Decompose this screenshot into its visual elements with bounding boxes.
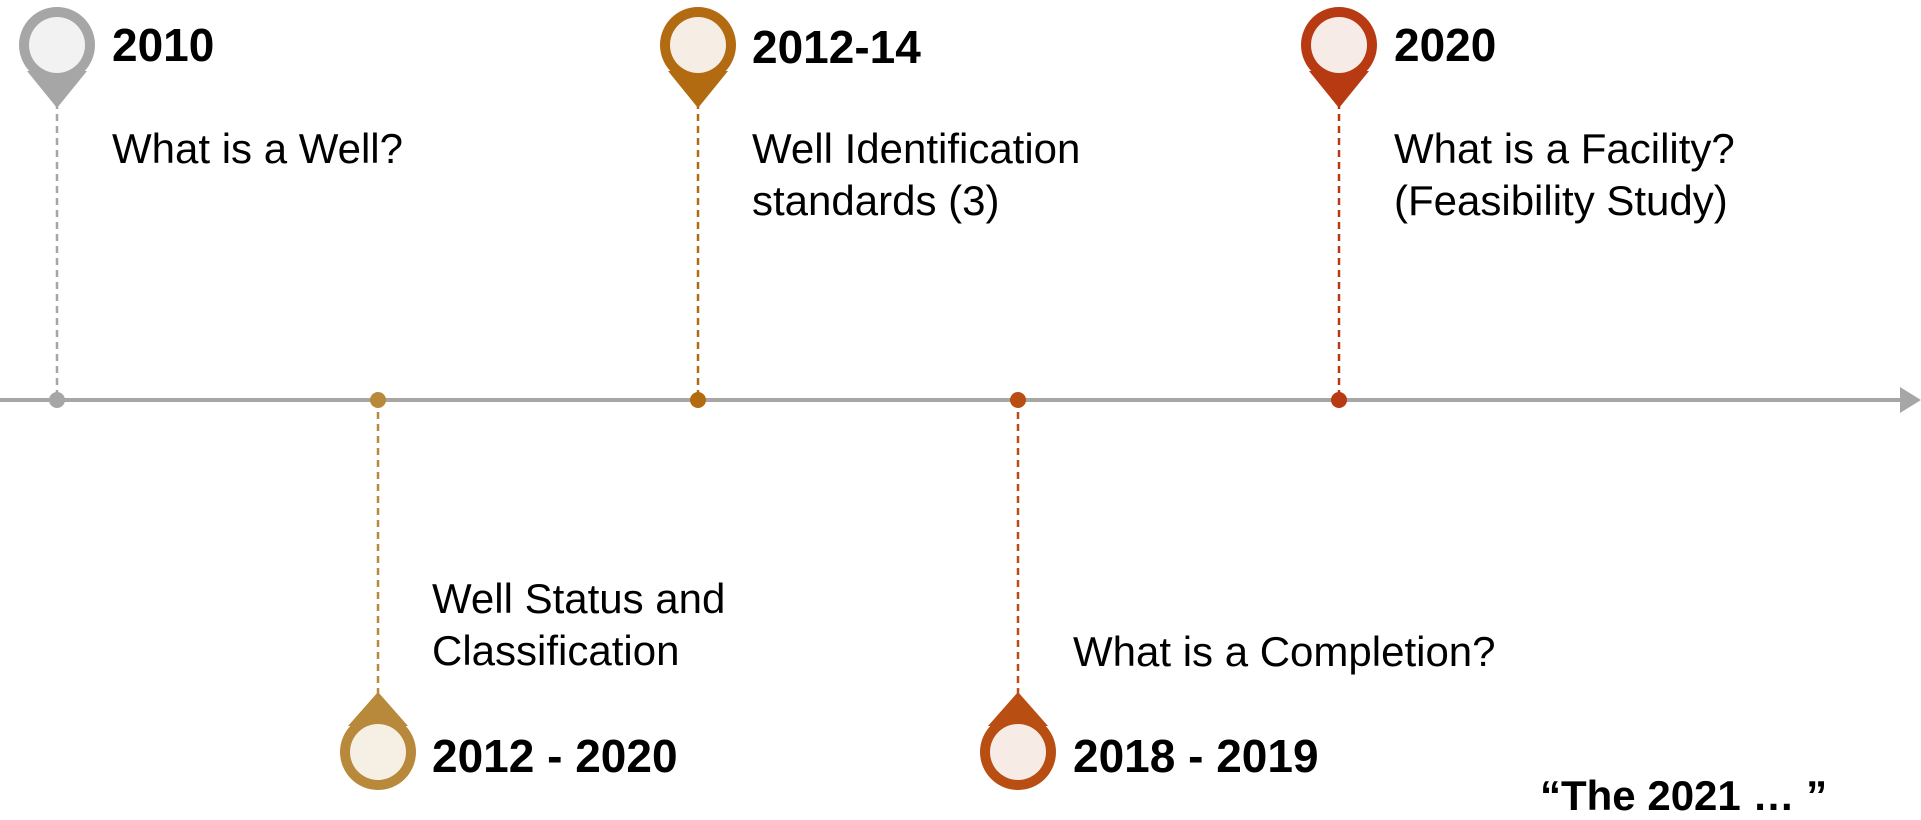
timeline-arrowhead-icon [1900,387,1921,413]
event-description-2012-14: Well Identification standards (3) [752,125,1081,224]
event-axis-dot [1010,392,1026,408]
pin-inner [1311,17,1367,73]
location-pin-icon [660,7,736,108]
pin-tip [1309,71,1369,108]
event-axis-dot [370,392,386,408]
timeline-diagram: 2010 What is a Well? 2012 - 2020 Well St… [0,7,1921,819]
footer-note: “The 2021 … ” [1540,772,1828,819]
event-year-2018-2019: 2018 - 2019 [1073,730,1319,782]
event-year-2012-14: 2012-14 [752,21,921,73]
event-description-2018-2019: What is a Completion? [1073,628,1496,675]
pin-inner [990,724,1046,780]
event-year-2010: 2010 [112,19,215,71]
pin-inner [350,724,406,780]
event-axis-dot [690,392,706,408]
pin-inner [29,17,85,73]
event-axis-dot [49,392,65,408]
location-pin-icon [980,692,1056,790]
event-axis-dot [1331,392,1347,408]
location-pin-icon [19,7,95,108]
event-year-2020: 2020 [1394,19,1497,71]
pin-tip [668,71,728,108]
event-description-2012-2020: Well Status and Classification [432,575,726,674]
event-year-2012-2020: 2012 - 2020 [432,730,678,782]
location-pin-icon [1301,7,1377,108]
pin-tip [27,71,87,108]
timeline-graphic [0,7,1921,790]
event-description-2020: What is a Facility? (Feasibility Study) [1394,125,1735,224]
pin-inner [670,17,726,73]
location-pin-icon [340,692,416,790]
event-description-2010: What is a Well? [112,125,403,172]
